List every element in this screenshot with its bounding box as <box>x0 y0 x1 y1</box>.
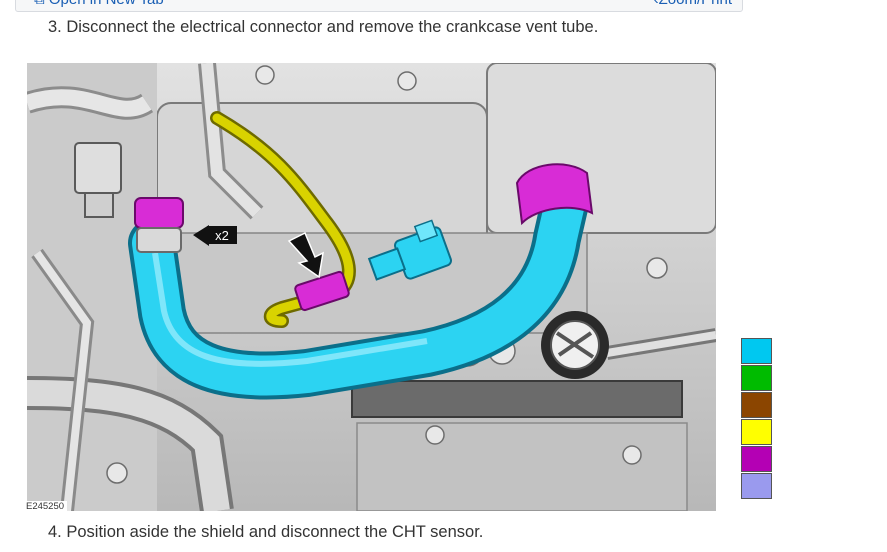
pointer-arrow <box>287 231 324 279</box>
shield-plate <box>351 380 683 418</box>
color-legend <box>741 338 772 500</box>
legend-swatch-magenta <box>741 446 772 472</box>
legend-swatch-cyan <box>741 338 772 364</box>
legend-swatch-yellow <box>741 419 772 445</box>
step-4-text: 4. Position aside the shield and disconn… <box>48 523 484 541</box>
legend-swatch-brown <box>741 392 772 418</box>
document-toolbar: ⧉ Open in New Tab ‹Zoom/Print <box>15 0 743 12</box>
zoom-print-link[interactable]: ‹Zoom/Print <box>654 0 732 8</box>
engine-diagram: x2 <box>27 63 716 511</box>
legend-swatch-lavender <box>741 473 772 499</box>
svg-text:x2: x2 <box>215 228 229 243</box>
chevron-left-icon: ‹ <box>654 0 659 8</box>
external-link-icon: ⧉ <box>34 0 49 8</box>
callout-x2: x2 <box>193 225 237 246</box>
procedure-illustration: x2 <box>27 63 716 511</box>
step-3-text: 3. Disconnect the electrical connector a… <box>48 18 599 36</box>
open-in-new-tab-link[interactable]: ⧉ Open in New Tab <box>34 0 164 8</box>
electrical-bracket <box>74 142 122 194</box>
legend-swatch-green <box>741 365 772 391</box>
electrical-connector <box>367 219 452 281</box>
tube-clamps <box>134 163 594 312</box>
figure-id-label: E245250 <box>26 501 68 512</box>
